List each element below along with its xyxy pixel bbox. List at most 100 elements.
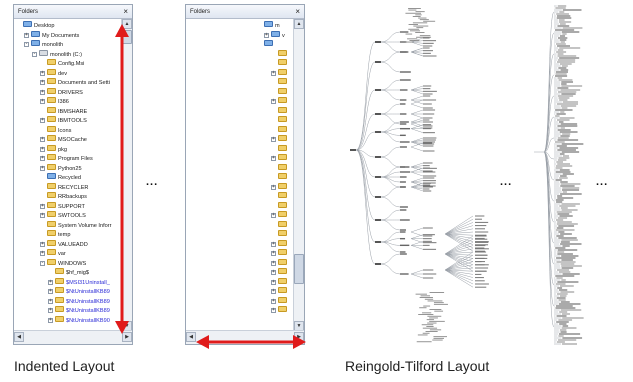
tree-row[interactable] — [278, 220, 289, 230]
tree-row[interactable]: + — [271, 287, 289, 296]
tree-row[interactable]: +v — [264, 30, 285, 40]
expand-icon[interactable]: + — [271, 212, 276, 218]
tree-row[interactable]: +$NtUninstallKB89 — [48, 306, 110, 315]
tree-row[interactable]: + — [271, 258, 289, 268]
tree-row[interactable]: +Program Files — [40, 154, 93, 163]
tree-row[interactable]: -monolith (C:) — [32, 49, 82, 59]
tree-row[interactable]: + — [271, 296, 289, 306]
vertical-scrollbar-2[interactable]: ▲ ▼ — [293, 19, 304, 331]
expand-icon[interactable]: + — [48, 278, 53, 285]
tree-row[interactable]: + — [271, 249, 289, 258]
expand-icon[interactable]: + — [271, 240, 276, 247]
tree-row[interactable]: +I386 — [40, 97, 69, 106]
tree-row[interactable] — [278, 144, 289, 154]
expand-icon[interactable]: + — [24, 31, 29, 38]
expand-icon[interactable]: + — [271, 297, 276, 304]
tree-row[interactable]: +$NtUninstallKB89 — [48, 287, 110, 296]
scroll-right-icon[interactable]: ▶ — [122, 332, 132, 342]
tree-row[interactable]: +Python25 — [40, 163, 82, 173]
tree-row[interactable]: + — [271, 68, 289, 78]
expand-icon[interactable]: + — [40, 88, 45, 95]
tree-row[interactable] — [278, 201, 289, 211]
tree-row[interactable]: m — [264, 21, 280, 30]
tree-row[interactable] — [264, 40, 275, 49]
tree-row[interactable]: +Documents and Setti — [40, 78, 110, 87]
expand-icon[interactable]: + — [40, 155, 45, 161]
tree-row[interactable]: Icons — [40, 125, 71, 135]
expand-icon[interactable]: + — [40, 69, 45, 76]
expand-icon[interactable]: + — [40, 136, 45, 142]
tree-row[interactable]: +SWTOOLS — [40, 211, 86, 220]
tree-row[interactable]: +$NtUninstallKB89 — [48, 296, 110, 306]
tree-row[interactable]: +$NtUninstallKB90 — [48, 315, 110, 325]
tree-row[interactable] — [278, 49, 289, 59]
tree-row[interactable]: +MSOCache — [40, 135, 87, 144]
collapse-icon[interactable]: - — [32, 50, 37, 57]
expand-icon[interactable]: + — [48, 288, 53, 294]
expand-icon[interactable]: + — [271, 183, 276, 190]
expand-icon[interactable]: + — [271, 98, 276, 104]
tree-row[interactable]: + — [271, 97, 289, 106]
expand-icon[interactable]: + — [40, 240, 45, 247]
tree-row[interactable]: Desktop — [16, 21, 55, 30]
scroll-left-icon[interactable]: ◀ — [186, 332, 196, 342]
tree-row[interactable]: temp — [40, 230, 70, 239]
tree-row[interactable] — [278, 163, 289, 173]
tree-row[interactable]: + — [271, 135, 289, 144]
expand-icon[interactable]: + — [40, 212, 45, 218]
tree-row[interactable]: +var — [40, 249, 66, 258]
tree-row[interactable] — [278, 106, 289, 116]
tree-row[interactable]: RECYCLER — [40, 182, 88, 192]
tree-row[interactable]: +DRIVERS — [40, 87, 83, 97]
close-icon[interactable]: × — [123, 7, 128, 16]
tree-row[interactable] — [278, 87, 289, 97]
tree-row[interactable]: + — [271, 306, 289, 315]
expand-icon[interactable]: + — [40, 79, 45, 85]
expand-icon[interactable]: + — [271, 250, 276, 256]
tree-row[interactable]: +My Documents — [24, 30, 79, 40]
tree-row[interactable]: + — [271, 239, 289, 249]
tree-row[interactable] — [278, 173, 289, 182]
tree-row[interactable] — [278, 116, 289, 125]
expand-icon[interactable]: + — [271, 259, 276, 266]
tree-row[interactable]: -WINDOWS — [40, 258, 86, 268]
tree-row[interactable]: +$MSI31Uninstall_ — [48, 277, 110, 287]
expand-icon[interactable]: + — [48, 307, 53, 313]
tree-row[interactable]: IBMSHARE — [40, 106, 87, 116]
tree-row[interactable]: +SUPPORT — [40, 201, 85, 211]
tree-row[interactable] — [278, 125, 289, 135]
tree-row[interactable]: +dev — [40, 68, 67, 78]
scroll-up-icon[interactable]: ▲ — [294, 19, 304, 29]
expand-icon[interactable]: + — [271, 278, 276, 285]
tree-row[interactable] — [278, 59, 289, 68]
expand-icon[interactable]: + — [40, 164, 45, 171]
tree-row[interactable]: +VALUEADD — [40, 239, 88, 249]
tree-row[interactable]: -monolith — [24, 40, 63, 49]
close-icon[interactable]: × — [295, 7, 300, 16]
expand-icon[interactable]: + — [271, 69, 276, 76]
expand-icon[interactable]: + — [271, 155, 276, 161]
expand-icon[interactable]: + — [271, 269, 276, 275]
tree-row[interactable] — [278, 192, 289, 201]
expand-icon[interactable]: + — [40, 98, 45, 104]
expand-icon[interactable]: + — [40, 250, 45, 256]
tree-row[interactable] — [278, 78, 289, 87]
tree-row[interactable]: + — [271, 182, 289, 192]
expand-icon[interactable]: + — [48, 316, 53, 323]
tree-row[interactable]: Config.Msi — [40, 59, 84, 68]
scroll-left-icon[interactable]: ◀ — [14, 332, 24, 342]
expand-icon[interactable]: + — [271, 288, 276, 294]
tree-row[interactable]: + — [271, 268, 289, 277]
collapse-icon[interactable]: - — [24, 41, 29, 47]
tree-row[interactable]: System Volume Inforr — [40, 220, 111, 230]
expand-icon[interactable]: + — [40, 145, 45, 152]
collapse-icon[interactable]: - — [40, 259, 45, 266]
tree-row[interactable]: RRbackups — [40, 192, 87, 201]
tree-row[interactable]: +pkg — [40, 144, 67, 154]
tree-row[interactable]: + — [271, 211, 289, 220]
scroll-thumb-2[interactable] — [294, 254, 304, 284]
tree-row[interactable]: + — [271, 154, 289, 163]
tree-row[interactable]: $hf_mig$ — [48, 268, 89, 277]
expand-icon[interactable]: + — [271, 136, 276, 142]
tree-row[interactable] — [278, 230, 289, 239]
